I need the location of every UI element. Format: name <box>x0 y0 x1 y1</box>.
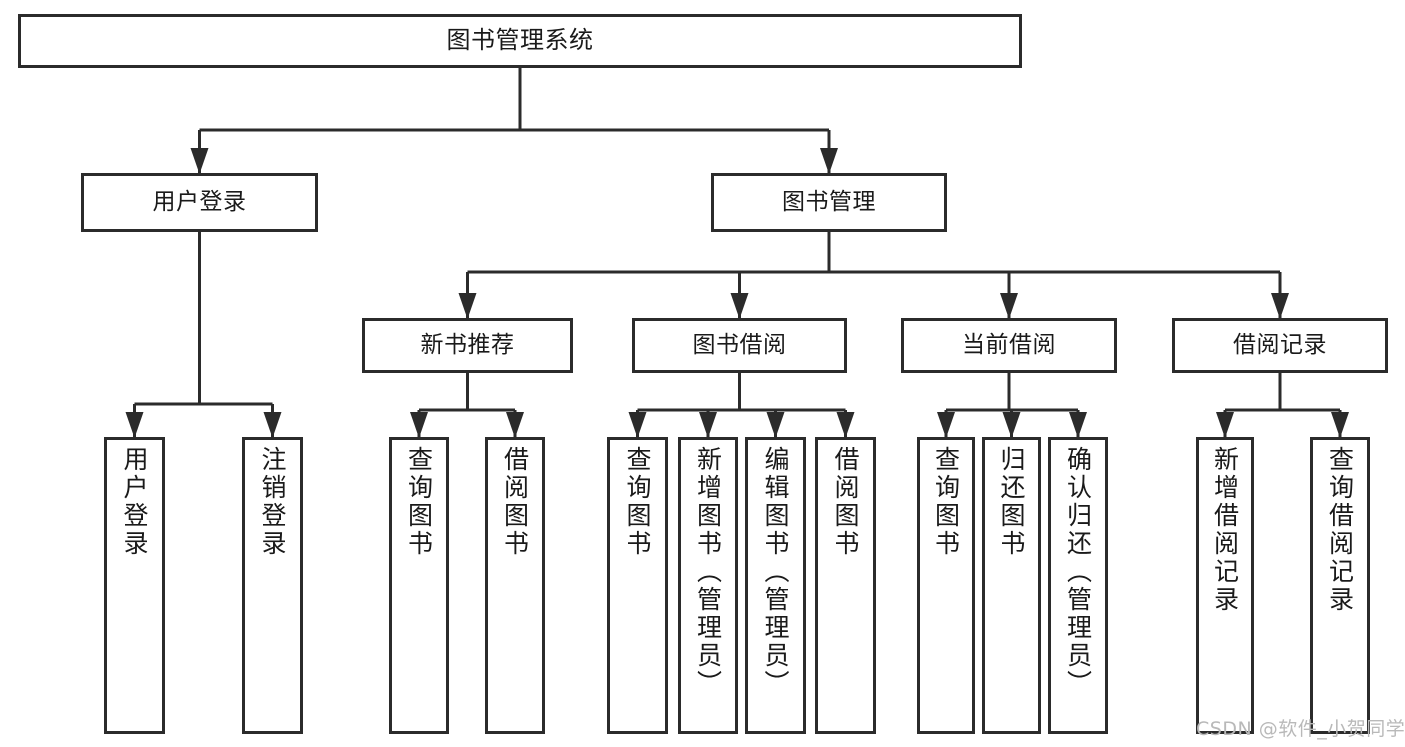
node-label-leaf5: 查询图书 <box>623 446 652 558</box>
node-label-leaf3: 查询图书 <box>404 446 434 558</box>
node-leaf4[interactable]: 借阅图书 <box>485 437 545 734</box>
node-label-leaf8: 借阅图书 <box>831 446 860 558</box>
node-root[interactable]: 图书管理系统 <box>18 14 1022 68</box>
node-label-leaf12: 新增借阅记录 <box>1210 446 1240 614</box>
node-label-l3b: 图书借阅 <box>692 332 787 359</box>
node-label-leaf13: 查询借阅记录 <box>1325 446 1355 614</box>
node-leaf12[interactable]: 新增借阅记录 <box>1196 437 1254 734</box>
node-leaf3[interactable]: 查询图书 <box>389 437 449 734</box>
node-label-l3c: 当前借阅 <box>962 332 1056 359</box>
node-l2b[interactable]: 图书管理 <box>711 173 947 232</box>
watermark-text: CSDN @软件_小贺同学 <box>1196 718 1405 740</box>
node-l3b[interactable]: 图书借阅 <box>632 318 847 373</box>
node-label-leaf7: 编辑图书（管理员） <box>761 446 790 698</box>
node-label-leaf4: 借阅图书 <box>500 446 530 558</box>
node-label-leaf9: 查询图书 <box>931 446 961 558</box>
node-label-l3a: 新书推荐 <box>420 332 515 359</box>
node-label-leaf11: 确认归还（管理员） <box>1063 446 1093 698</box>
node-leaf5[interactable]: 查询图书 <box>607 437 668 734</box>
node-label-l3d: 借阅记录 <box>1233 332 1327 359</box>
node-label-root: 图书管理系统 <box>446 26 594 55</box>
node-leaf10[interactable]: 归还图书 <box>982 437 1041 734</box>
node-l3a[interactable]: 新书推荐 <box>362 318 573 373</box>
node-leaf11[interactable]: 确认归还（管理员） <box>1048 437 1108 734</box>
node-label-leaf10: 归还图书 <box>997 446 1026 558</box>
node-label-leaf6: 新增图书（管理员） <box>693 446 723 698</box>
node-label-leaf2: 注销登录 <box>258 446 287 558</box>
node-l3c[interactable]: 当前借阅 <box>901 318 1117 373</box>
node-l3d[interactable]: 借阅记录 <box>1172 318 1388 373</box>
node-leaf6[interactable]: 新增图书（管理员） <box>678 437 738 734</box>
node-leaf2[interactable]: 注销登录 <box>242 437 303 734</box>
node-l2a[interactable]: 用户登录 <box>81 173 318 232</box>
node-label-l2b: 图书管理 <box>782 189 876 216</box>
node-leaf8[interactable]: 借阅图书 <box>815 437 876 734</box>
node-leaf7[interactable]: 编辑图书（管理员） <box>745 437 806 734</box>
node-leaf1[interactable]: 用户登录 <box>104 437 165 734</box>
node-leaf9[interactable]: 查询图书 <box>917 437 975 734</box>
node-leaf13[interactable]: 查询借阅记录 <box>1310 437 1370 734</box>
node-label-l2a: 用户登录 <box>152 189 247 216</box>
node-label-leaf1: 用户登录 <box>120 446 149 558</box>
